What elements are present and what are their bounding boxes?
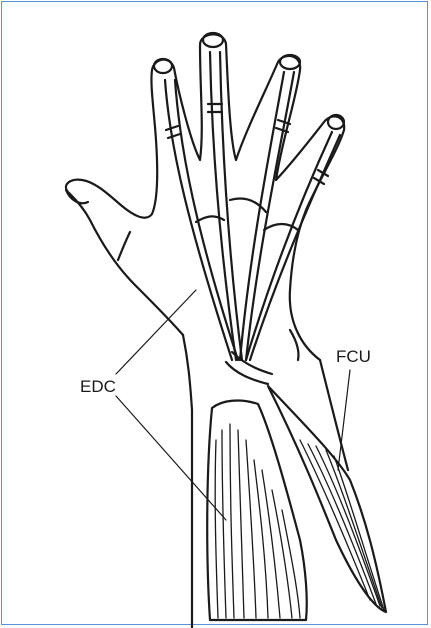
hypothenar-crease [290, 330, 299, 360]
fcu-label: FCU [336, 347, 371, 366]
retinaculum [226, 362, 268, 384]
knuckle-mark-1 [166, 126, 180, 138]
knuckle-mark-2 [208, 104, 222, 112]
tendon-ring [240, 72, 284, 360]
hand-outline [66, 34, 344, 360]
edc-label: EDC [80, 377, 116, 396]
edc-pointer-upper [116, 290, 196, 374]
wrist-right [320, 360, 348, 470]
index-fingertip [154, 59, 172, 73]
edc-muscle-fibres [215, 424, 300, 618]
ring-fingertip [280, 55, 300, 69]
palm-crease [118, 232, 130, 260]
wrist-left [183, 335, 192, 628]
fcu-muscle-fibres [300, 440, 384, 610]
